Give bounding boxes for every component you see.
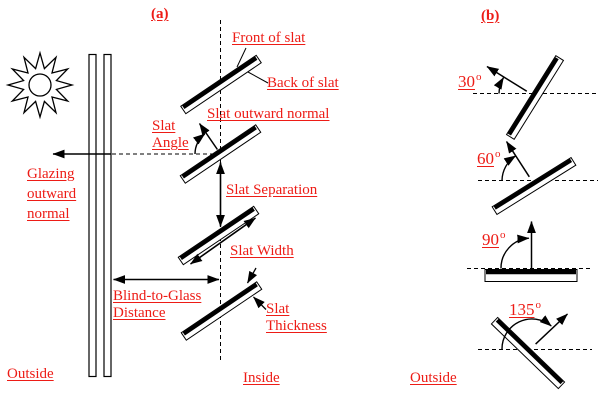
glazing-line3: normal <box>27 206 70 222</box>
angle-135-label: 135o <box>509 299 542 322</box>
slat-a4 <box>180 281 263 341</box>
angle-90-value: 90 <box>482 230 499 249</box>
glazing-panes <box>88 53 112 378</box>
outside-label-b: Outside <box>410 370 457 386</box>
blind-to-glass-line1: Blind-to-Glass <box>113 288 202 304</box>
glazing-outward-normal-label: Glazing outward normal <box>27 164 76 224</box>
angle-arc-60 <box>501 155 517 181</box>
angle-arc-30 <box>493 77 505 94</box>
slat-60deg <box>491 156 577 216</box>
angle-30-label: 30o <box>458 71 482 94</box>
slat-angle-label: Slat Angle <box>152 118 189 152</box>
front-of-slat-label: Front of slat <box>232 30 306 46</box>
angle-arc-90 <box>500 234 530 269</box>
outside-label-a: Outside <box>7 366 54 382</box>
panel-a-title: (a) <box>151 6 169 22</box>
normal-arrow-30 <box>486 65 528 92</box>
slat-thickness-arrow-bottom <box>253 296 267 310</box>
slat-angle-arc <box>193 133 206 155</box>
sun-icon <box>5 50 75 120</box>
slat-a1 <box>180 54 262 115</box>
slat-outward-normal-arrow <box>198 123 219 150</box>
slat-separation-label: Slat Separation <box>226 182 318 198</box>
slat-width-arrow <box>190 217 256 265</box>
degree-symbol: o <box>535 299 542 311</box>
front-of-slat-pointer <box>236 47 247 68</box>
angle-60-value: 60 <box>477 149 494 168</box>
angle-135-value: 135 <box>509 300 535 319</box>
slat-width-label: Slat Width <box>230 243 294 259</box>
degree-symbol: o <box>500 229 506 241</box>
normal-arrow-135 <box>535 313 569 345</box>
angle-30-value: 30 <box>458 72 475 91</box>
glazing-line2: outward <box>27 186 77 202</box>
slat-90deg <box>484 269 578 282</box>
slat-outward-normal-label: Slat outward normal <box>207 106 330 122</box>
slat-thickness-label: Slat Thickness <box>266 301 327 335</box>
angle-90-label: 90o <box>482 229 506 252</box>
blind-to-glass-distance-label: Blind-to-Glass Distance <box>113 288 201 322</box>
normal-arrow-60 <box>505 141 530 178</box>
slat-thickness-arrow-top <box>246 267 257 284</box>
slat-30deg <box>505 54 565 141</box>
back-of-slat-label: Back of slat <box>267 75 339 91</box>
slat-angle-line2: Angle <box>152 135 189 151</box>
back-of-slat-pointer <box>247 71 269 84</box>
angle-arc-135 <box>501 315 552 350</box>
inside-label: Inside <box>243 370 280 386</box>
degree-symbol: o <box>495 148 501 160</box>
degree-symbol: o <box>476 71 482 83</box>
slat-thickness-line1: Slat <box>266 301 290 317</box>
blind-to-glass-line2: Distance <box>113 305 166 321</box>
panel-b-title: (b) <box>481 8 500 24</box>
glazing-line1: Glazing <box>27 166 75 182</box>
slat-thickness-line2: Thickness <box>266 318 327 334</box>
angle-60-label: 60o <box>477 148 501 171</box>
slat-a2 <box>179 124 262 184</box>
slat-angle-line1: Slat <box>152 118 176 134</box>
